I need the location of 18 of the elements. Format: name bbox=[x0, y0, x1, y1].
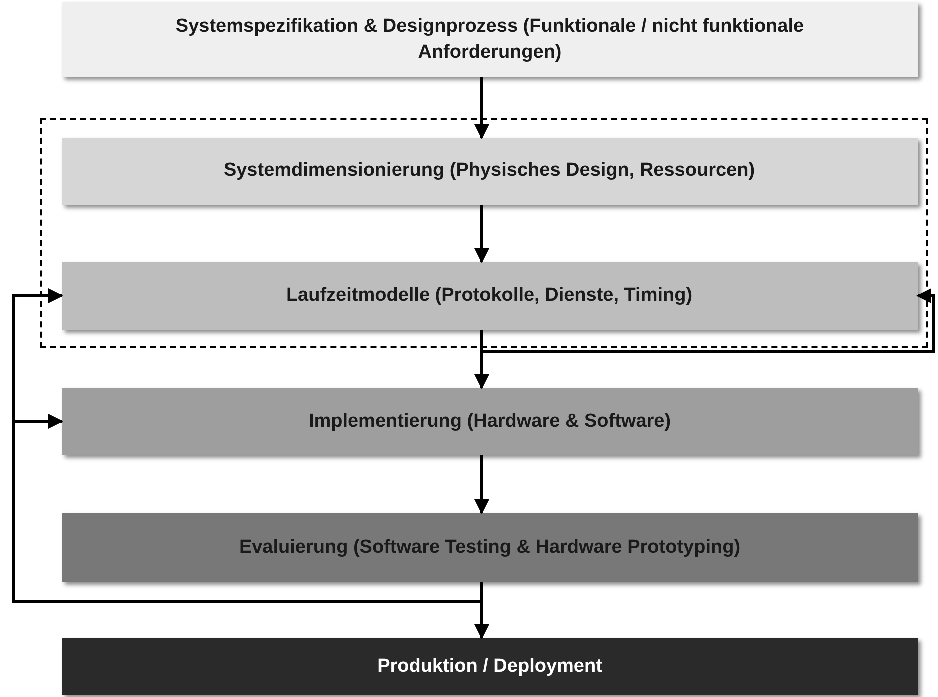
box-label: Produktion / Deployment bbox=[376, 654, 604, 679]
arrow bbox=[12, 288, 484, 604]
process-box bbox=[62, 2, 918, 77]
arrow bbox=[480, 288, 936, 354]
box-label: Systemdimensionierung (Physisches Design, Ressourcen) bbox=[222, 159, 756, 184]
dashed-frame bbox=[40, 118, 928, 348]
process-box bbox=[62, 638, 918, 695]
box-label: Evaluierung (Software Testing & Hardware Prototyping) bbox=[238, 536, 742, 560]
arrow bbox=[474, 205, 490, 264]
box-label: Implementierung (Hardware & Software) bbox=[308, 410, 672, 434]
arrow bbox=[474, 77, 490, 140]
process-box bbox=[62, 388, 918, 455]
process-box bbox=[62, 138, 918, 204]
process-box bbox=[62, 513, 918, 582]
process-box bbox=[62, 262, 918, 330]
box-label: Systemspezifikation & Designprozess (Funktionale / nicht funktionale Anforderungen) bbox=[174, 14, 806, 64]
arrow bbox=[474, 455, 490, 514]
box-label: Laufzeitmodelle (Protokolle, Dienste, Timing) bbox=[285, 284, 694, 308]
